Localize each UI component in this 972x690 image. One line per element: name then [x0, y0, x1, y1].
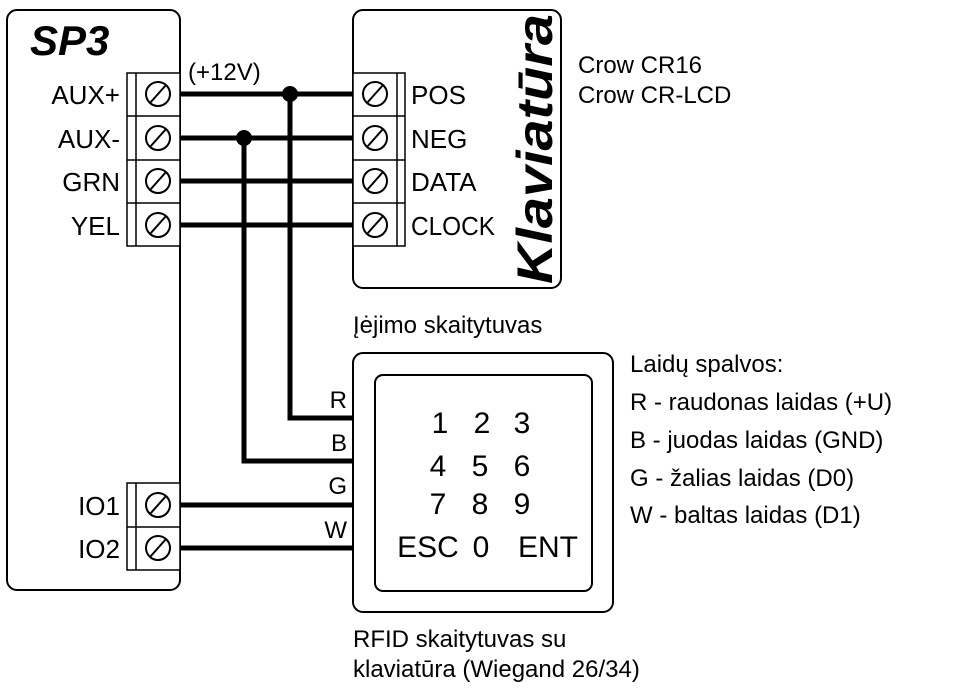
reader-outer-box [352, 352, 614, 613]
screw-icon [362, 81, 388, 107]
keypad-model-1: Crow CR16 [578, 52, 702, 79]
terminal-label-io1: IO1 [78, 491, 120, 521]
keypad-terminal-data: DATA [411, 167, 477, 197]
wire-label-r: R [330, 387, 347, 414]
wire-b [241, 138, 353, 464]
key-7: 7 [430, 488, 447, 521]
keypad-terminal-clock: CLOCK [411, 211, 496, 241]
junction-dot [282, 86, 298, 102]
wires-bus [180, 91, 353, 551]
key-2: 2 [474, 407, 491, 440]
key-9: 9 [514, 488, 531, 521]
junction-dot [236, 130, 252, 146]
wire-label-g: G [328, 473, 347, 500]
keypad-terminal-block [352, 72, 406, 247]
keypad-title: Klaviatūra [507, 14, 563, 284]
key-esc: ESC [397, 531, 459, 564]
wire-label-w: W [324, 517, 347, 544]
sp3-controller-box [6, 9, 181, 591]
key-5: 5 [472, 450, 489, 483]
sp3-terminal-block-bottom [126, 482, 181, 571]
reader-caption-line1: RFID skaitytuvas su [353, 626, 566, 653]
legend-title: Laidų spalvos: [630, 351, 783, 378]
wire-r [287, 94, 353, 421]
terminal-label-aux-minus: AUX- [58, 124, 120, 154]
terminal-label-io2: IO2 [78, 534, 120, 564]
screw-icon [145, 81, 171, 107]
screw-icon [362, 125, 388, 151]
sp3-title: SP3 [30, 17, 109, 64]
key-ent: ENT [518, 531, 578, 564]
sp3-terminal-block-top [126, 72, 181, 247]
screw-icon [362, 212, 388, 238]
screw-icon [362, 168, 388, 194]
screw-icon [145, 125, 171, 151]
screw-icon [145, 212, 171, 238]
screw-icon [145, 535, 171, 561]
wire-label-b: B [331, 430, 347, 457]
keypad-terminal-neg: NEG [411, 124, 467, 154]
reader-heading: Įėjimo skaitytuvas [353, 312, 542, 339]
terminal-label-yel: YEL [71, 211, 120, 241]
key-1: 1 [432, 407, 449, 440]
keypad-terminal-pos: POS [411, 80, 466, 110]
key-0: 0 [473, 531, 490, 564]
reader-inner-box [374, 374, 593, 592]
reader-caption-line2: klaviatūra (Wiegand 26/34) [353, 656, 640, 683]
reader-keypad: 1 2 3 4 5 6 7 8 9 ESC 0 ENT [397, 407, 578, 564]
key-3: 3 [514, 407, 531, 440]
key-8: 8 [472, 488, 489, 521]
terminal-label-grn: GRN [62, 167, 120, 197]
screw-icon [145, 168, 171, 194]
screw-icon [145, 492, 171, 518]
terminal-label-aux-plus: AUX+ [51, 80, 120, 110]
legend-item-g: G - žalias laidas (D0) [630, 465, 854, 492]
legend-item-r: R - raudonas laidas (+U) [630, 389, 892, 416]
key-6: 6 [514, 450, 531, 483]
keypad-model-2: Crow CR-LCD [578, 82, 731, 109]
legend-item-w: W - baltas laidas (D1) [630, 502, 861, 529]
key-4: 4 [430, 450, 447, 483]
voltage-label: (+12V) [188, 59, 261, 86]
legend-item-b: B - juodas laidas (GND) [630, 427, 883, 454]
